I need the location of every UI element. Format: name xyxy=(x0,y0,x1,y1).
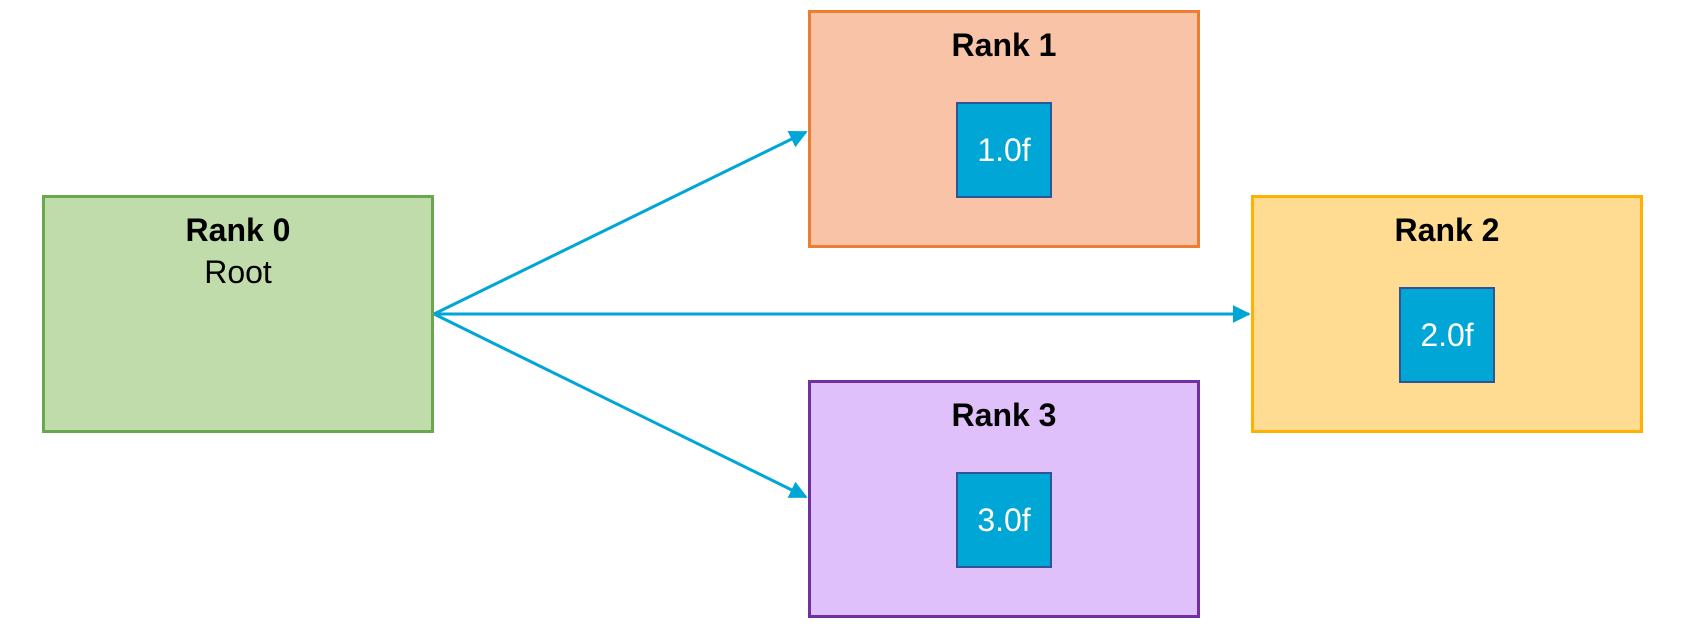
rank-3-value-box: 3.0f xyxy=(956,472,1052,568)
rank-0-subtitle: Root xyxy=(204,254,272,290)
rank-0-title: Rank 0 xyxy=(185,212,291,248)
rank-2-title: Rank 2 xyxy=(1394,212,1500,248)
rank-2-node: Rank 2 2.0f xyxy=(1251,195,1643,433)
arrow-rank0-to-rank1 xyxy=(433,130,808,316)
rank-1-title: Rank 1 xyxy=(951,27,1057,63)
rank-1-value-box: 1.0f xyxy=(956,102,1052,198)
rank-1-node: Rank 1 1.0f xyxy=(808,10,1200,248)
rank-3-title: Rank 3 xyxy=(951,397,1057,433)
rank-0-node: Rank 0 Root xyxy=(42,195,434,433)
arrow-rank0-to-rank3 xyxy=(433,312,808,499)
rank-3-node: Rank 3 3.0f xyxy=(808,380,1200,618)
rank-2-value-box: 2.0f xyxy=(1399,287,1495,383)
